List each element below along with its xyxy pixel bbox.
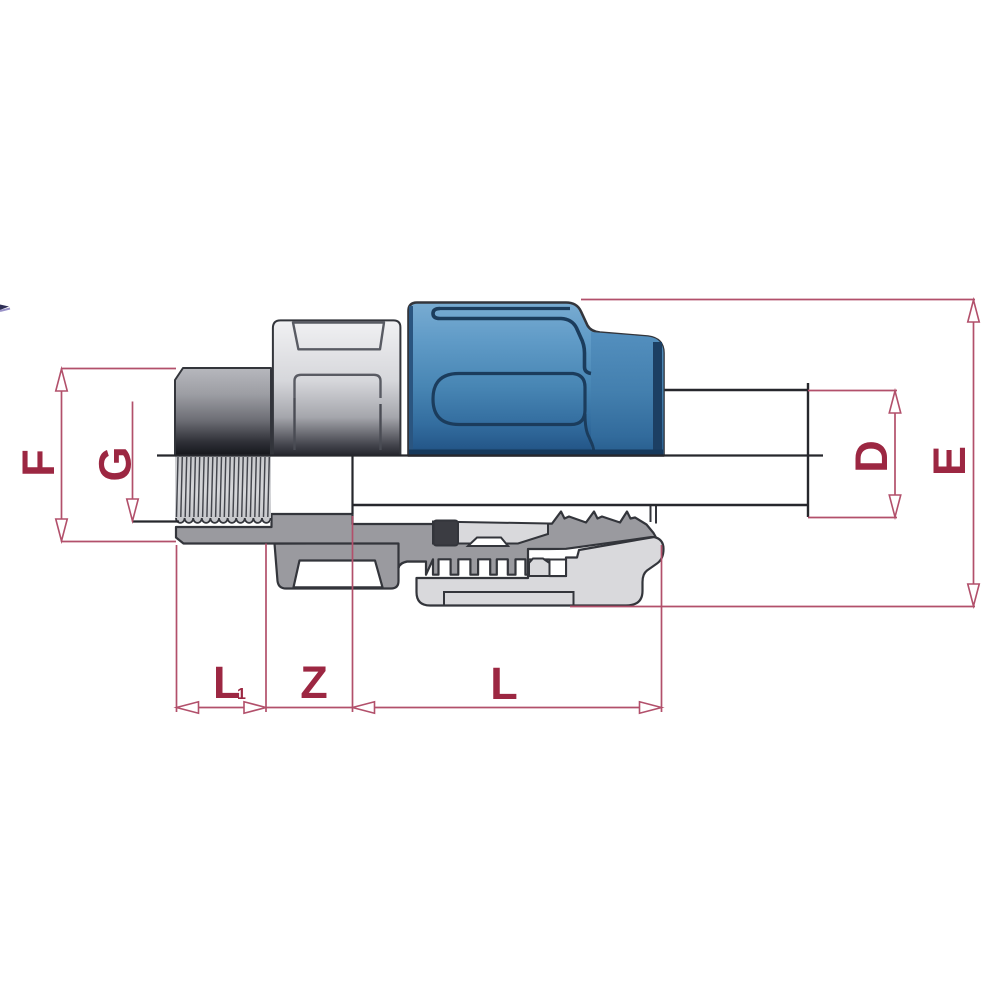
svg-text:L: L [490, 658, 518, 709]
svg-text:Z: Z [300, 657, 328, 708]
svg-text:G: G [90, 446, 141, 481]
svg-text:E: E [924, 446, 975, 476]
svg-text:D: D [846, 440, 897, 473]
svg-text:L: L [213, 657, 241, 708]
svg-text:F: F [13, 449, 64, 477]
svg-text:1: 1 [237, 686, 246, 703]
